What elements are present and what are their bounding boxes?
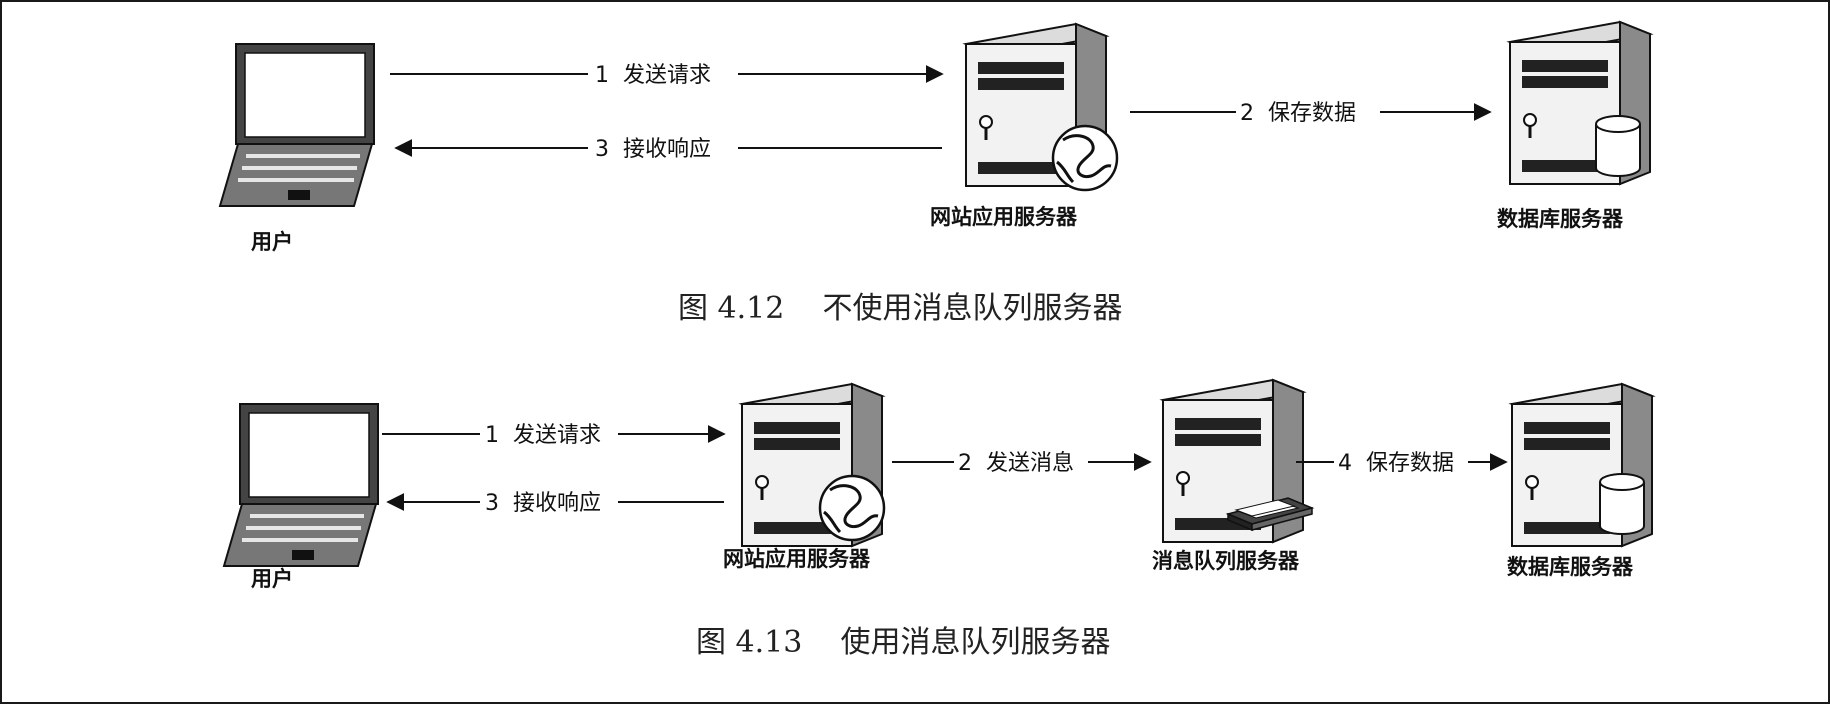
laptop-icon	[218, 42, 376, 208]
web-server-node	[740, 382, 886, 548]
laptop-icon	[222, 402, 380, 568]
arrow-save-data-label: 2 保存数据	[1240, 101, 1356, 126]
globe-icon	[1051, 124, 1119, 192]
arrow-send-request-label: 1 发送请求	[485, 423, 601, 448]
figure-caption: 图 4.12 不使用消息队列服务器	[678, 291, 1122, 326]
figure-4-12: 用户 网站应用服务器 数据库服务器 1 发送请求 3 接收响应 2 保存数据 图…	[218, 20, 1652, 326]
figure-caption: 图 4.13 使用消息队列服务器	[696, 625, 1110, 660]
user-label: 用户	[251, 230, 293, 254]
db-server-label: 数据库服务器	[1497, 207, 1624, 231]
db-server-node	[1510, 382, 1654, 548]
db-server-node	[1508, 20, 1652, 186]
user-laptop-icon	[222, 402, 380, 568]
figure-4-13: 用户 网站应用服务器 消息队列服务器 数据库服务器 1 发送请求 3 接收响应 …	[222, 378, 1654, 660]
user-label: 用户	[251, 567, 293, 591]
user-laptop-icon	[218, 42, 376, 208]
mq-server-label: 消息队列服务器	[1152, 549, 1300, 573]
web-server-label: 网站应用服务器	[723, 547, 871, 571]
database-cylinder-icon	[1595, 115, 1641, 177]
database-cylinder-icon	[1599, 473, 1645, 535]
web-server-label: 网站应用服务器	[930, 205, 1078, 229]
db-server-label: 数据库服务器	[1507, 555, 1634, 579]
arrow-save-data-label: 4 保存数据	[1338, 451, 1454, 476]
mq-server-node	[1161, 378, 1313, 544]
arrow-send-request-label: 1 发送请求	[595, 63, 711, 88]
arrow-receive-response-label: 3 接收响应	[595, 137, 711, 162]
arrow-send-message-label: 2 发送消息	[958, 451, 1074, 476]
web-server-node	[964, 22, 1119, 192]
globe-icon	[818, 474, 886, 542]
arrow-receive-response-label: 3 接收响应	[485, 491, 601, 516]
